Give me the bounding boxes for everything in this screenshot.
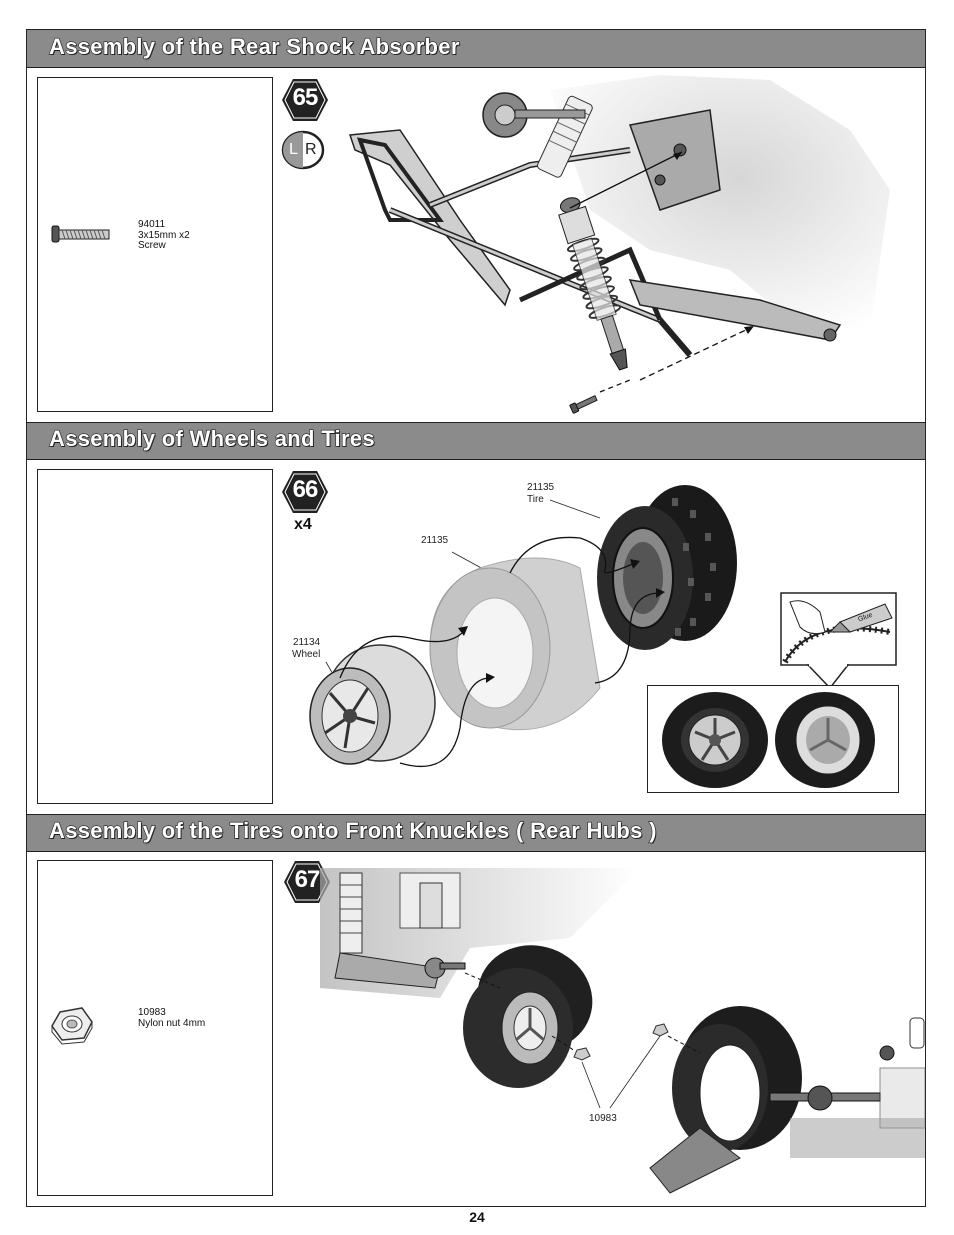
callout-name: Tire — [527, 494, 544, 505]
section-title: Assembly of the Rear Shock Absorber — [48, 33, 460, 59]
callout-name: Wheel — [292, 649, 321, 660]
tires-onto-knuckles-illustration — [320, 868, 926, 1194]
page-frame — [26, 29, 926, 1207]
screw-icon — [51, 225, 110, 243]
parts-box-65: 94011 3x15mm x2 Screw — [37, 77, 273, 412]
inset-pointer-icon — [806, 663, 850, 690]
section-title: Assembly of the Tires onto Front Knuckle… — [48, 817, 657, 843]
quantity-label: x4 — [294, 516, 312, 533]
step-67-hex-icon — [284, 861, 330, 903]
page-number: 24 — [469, 1209, 485, 1225]
step-65-hex-icon — [282, 79, 328, 121]
step-number: 66 — [292, 476, 319, 503]
callout-code: 21135 — [421, 535, 449, 546]
section-title: Assembly of Wheels and Tires — [48, 425, 375, 451]
part-code: 94011 — [138, 219, 166, 230]
glue-inset-illustration — [780, 592, 897, 666]
parts-box-66 — [37, 469, 273, 804]
nylon-nut-icon — [51, 1007, 93, 1045]
step-number: 67 — [294, 866, 321, 893]
step-66-hex-icon — [282, 471, 328, 513]
step-number: 65 — [292, 84, 319, 111]
left-right-badge-icon — [281, 130, 325, 170]
rear-shock-illustration — [348, 75, 890, 414]
part-desc: 3x15mm x2 — [138, 230, 190, 241]
callout-code: 21134 — [293, 637, 321, 648]
callout-code: 21135 — [527, 482, 555, 493]
parts-box-67: 10983 Nylon nut 4mm — [37, 860, 273, 1196]
badge-left: L — [289, 141, 298, 158]
part-code: 10983 — [138, 1007, 166, 1018]
wheel-tire-exploded-illustration — [309, 485, 737, 768]
part-desc: Nylon nut 4mm — [138, 1018, 206, 1029]
finished-tires-illustration — [662, 692, 875, 788]
part-name: Screw — [138, 240, 166, 251]
section-header-wheels-tires: Assembly of Wheels and Tires — [27, 422, 925, 460]
callout-code: 10983 — [589, 1113, 617, 1124]
badge-right: R — [305, 141, 317, 158]
section-header-tires-knuckles: Assembly of the Tires onto Front Knuckle… — [27, 814, 925, 852]
section-header-rear-shock: Assembly of the Rear Shock Absorber — [27, 30, 925, 68]
